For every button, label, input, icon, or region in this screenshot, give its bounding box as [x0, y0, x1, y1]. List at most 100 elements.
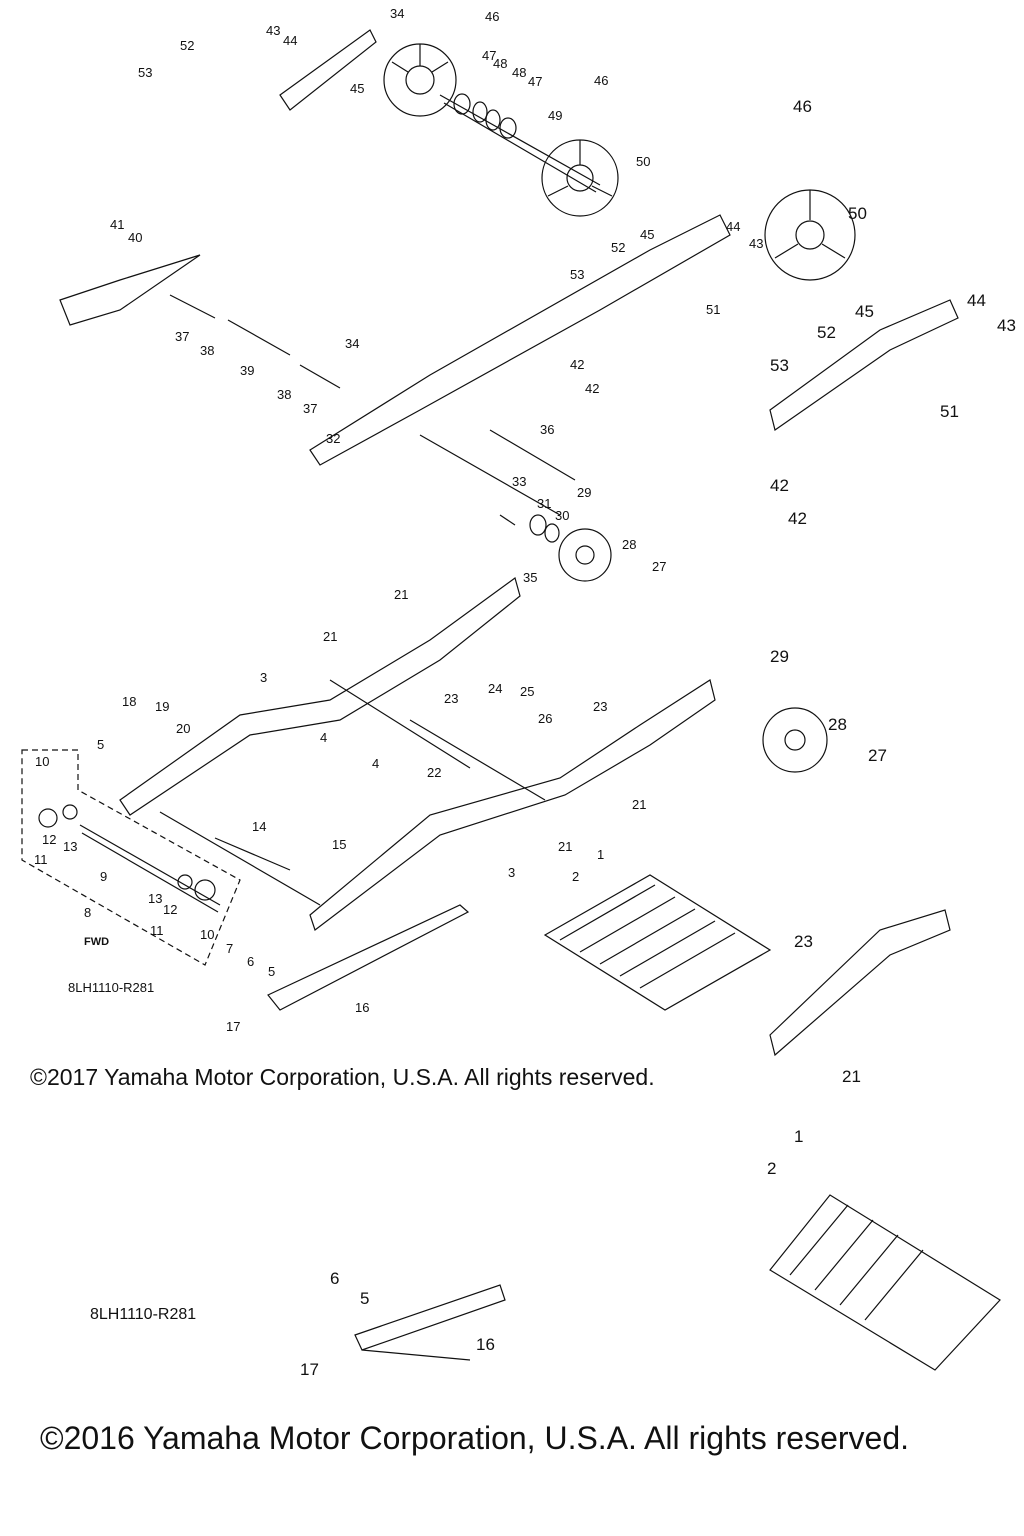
callout-number: 16 [355, 1000, 370, 1015]
callout-number: 3 [508, 865, 516, 880]
callout-number: 17 [226, 1019, 241, 1034]
callout-number: 52 [817, 323, 836, 342]
callout-number: 29 [577, 485, 592, 500]
callout-number: 43 [266, 23, 281, 38]
callout-number: 7 [226, 941, 234, 956]
callout-number: 2 [572, 869, 580, 884]
rear-idler-wheel-right [541, 139, 619, 217]
callout-number: 42 [585, 381, 600, 396]
callout-number: 51 [706, 302, 721, 317]
callout-number: 25 [520, 684, 535, 699]
upper-rail-arm-left [59, 254, 201, 326]
diagram-code: 8LH1110-R281 [68, 980, 155, 995]
track-belt [543, 874, 772, 1011]
callout-number: 29 [770, 647, 789, 666]
callout-number: 37 [303, 401, 318, 416]
callout-number: 24 [488, 681, 503, 696]
callout-number: 23 [444, 691, 459, 706]
callout-number: 53 [570, 267, 585, 282]
callout-number: 50 [636, 154, 651, 169]
callout-number: 44 [283, 33, 298, 48]
callout-number: 10 [200, 927, 215, 942]
callout-number: 45 [640, 227, 655, 242]
cross-shafts [169, 294, 576, 516]
callout-number: 5 [97, 737, 105, 752]
callout-number: 14 [252, 819, 267, 834]
callout-number: 35 [523, 570, 538, 585]
diagram-code-zoom: 8LH1110-R281 [90, 1306, 197, 1323]
callout-number: 21 [394, 587, 409, 602]
callout-number: 46 [793, 97, 812, 116]
zoom-idler-wheel [764, 189, 856, 281]
callout-number: 48 [512, 65, 527, 80]
callout-number: 37 [175, 329, 190, 344]
callout-number: 45 [350, 81, 365, 96]
callout-number: 21 [323, 629, 338, 644]
callout-number: 47 [482, 48, 497, 63]
callout-number: 13 [148, 891, 163, 906]
callout-number: 50 [848, 204, 867, 223]
callout-number: 17 [300, 1360, 319, 1379]
callout-number: 12 [163, 902, 178, 917]
front-axle-shaft [38, 804, 221, 913]
callout-number: 36 [540, 422, 555, 437]
callout-number: 27 [652, 559, 667, 574]
callout-number: 41 [110, 217, 125, 232]
upper-rail-bracket-left [279, 29, 377, 111]
callout-number: 23 [794, 932, 813, 951]
callout-number: 2 [767, 1159, 777, 1178]
callout-number: 19 [155, 699, 170, 714]
fwd-arrow-label: FWD [84, 936, 110, 948]
callout-number: 44 [967, 291, 986, 310]
callout-number: 1 [597, 847, 605, 862]
callout-number: 1 [794, 1127, 804, 1146]
callout-number: 53 [138, 65, 153, 80]
callout-number: 20 [176, 721, 191, 736]
rear-idler-wheel-left [383, 43, 457, 117]
callout-number: 18 [122, 694, 137, 709]
callout-number: 34 [345, 336, 360, 351]
callout-number: 33 [512, 474, 527, 489]
callout-number: 9 [100, 869, 108, 884]
callout-number: 32 [326, 431, 341, 446]
slide-rail-left [119, 577, 521, 816]
slide-runner [267, 904, 470, 1011]
callout-number: 11 [150, 923, 164, 938]
callout-number: 12 [42, 832, 57, 847]
callout-number: 27 [868, 746, 887, 765]
callout-number: 44 [726, 219, 741, 234]
callout-number: 4 [320, 730, 328, 745]
callout-number: 28 [622, 537, 637, 552]
zoom-slide-rail [769, 909, 951, 1057]
callout-number: 46 [594, 73, 609, 88]
callout-number: 15 [332, 837, 347, 852]
callout-number: 38 [277, 387, 292, 402]
slide-rail-right [309, 679, 716, 931]
callout-number: 16 [476, 1335, 495, 1354]
rear-axle-shaft [439, 94, 601, 193]
callout-number: 45 [855, 302, 874, 321]
callout-number: 43 [749, 236, 764, 251]
callout-number: 21 [842, 1067, 861, 1086]
callout-number: 5 [268, 964, 276, 979]
zoom-slide-runner [354, 1284, 506, 1361]
callout-number: 48 [493, 56, 508, 71]
callout-number: 5 [360, 1289, 370, 1308]
idler-wheel-center [499, 514, 612, 582]
callout-number: 6 [247, 954, 255, 969]
callout-number: 52 [180, 38, 195, 53]
callout-number: 23 [593, 699, 608, 714]
callout-number: 21 [632, 797, 647, 812]
copyright-notice-upper: ©2017 Yamaha Motor Corporation, U.S.A. A… [30, 1064, 655, 1090]
callout-number: 42 [788, 509, 807, 528]
callout-number: 4 [372, 756, 380, 771]
copyright-notice-lower: ©2016 Yamaha Motor Corporation, U.S.A. A… [40, 1420, 910, 1456]
zoom-upper-rail [769, 299, 959, 431]
callout-number: 46 [485, 9, 500, 24]
callout-number: 40 [128, 230, 143, 245]
callout-number: 21 [558, 839, 573, 854]
callout-number: 13 [63, 839, 78, 854]
callout-number: 26 [538, 711, 553, 726]
callout-number: 39 [240, 363, 255, 378]
